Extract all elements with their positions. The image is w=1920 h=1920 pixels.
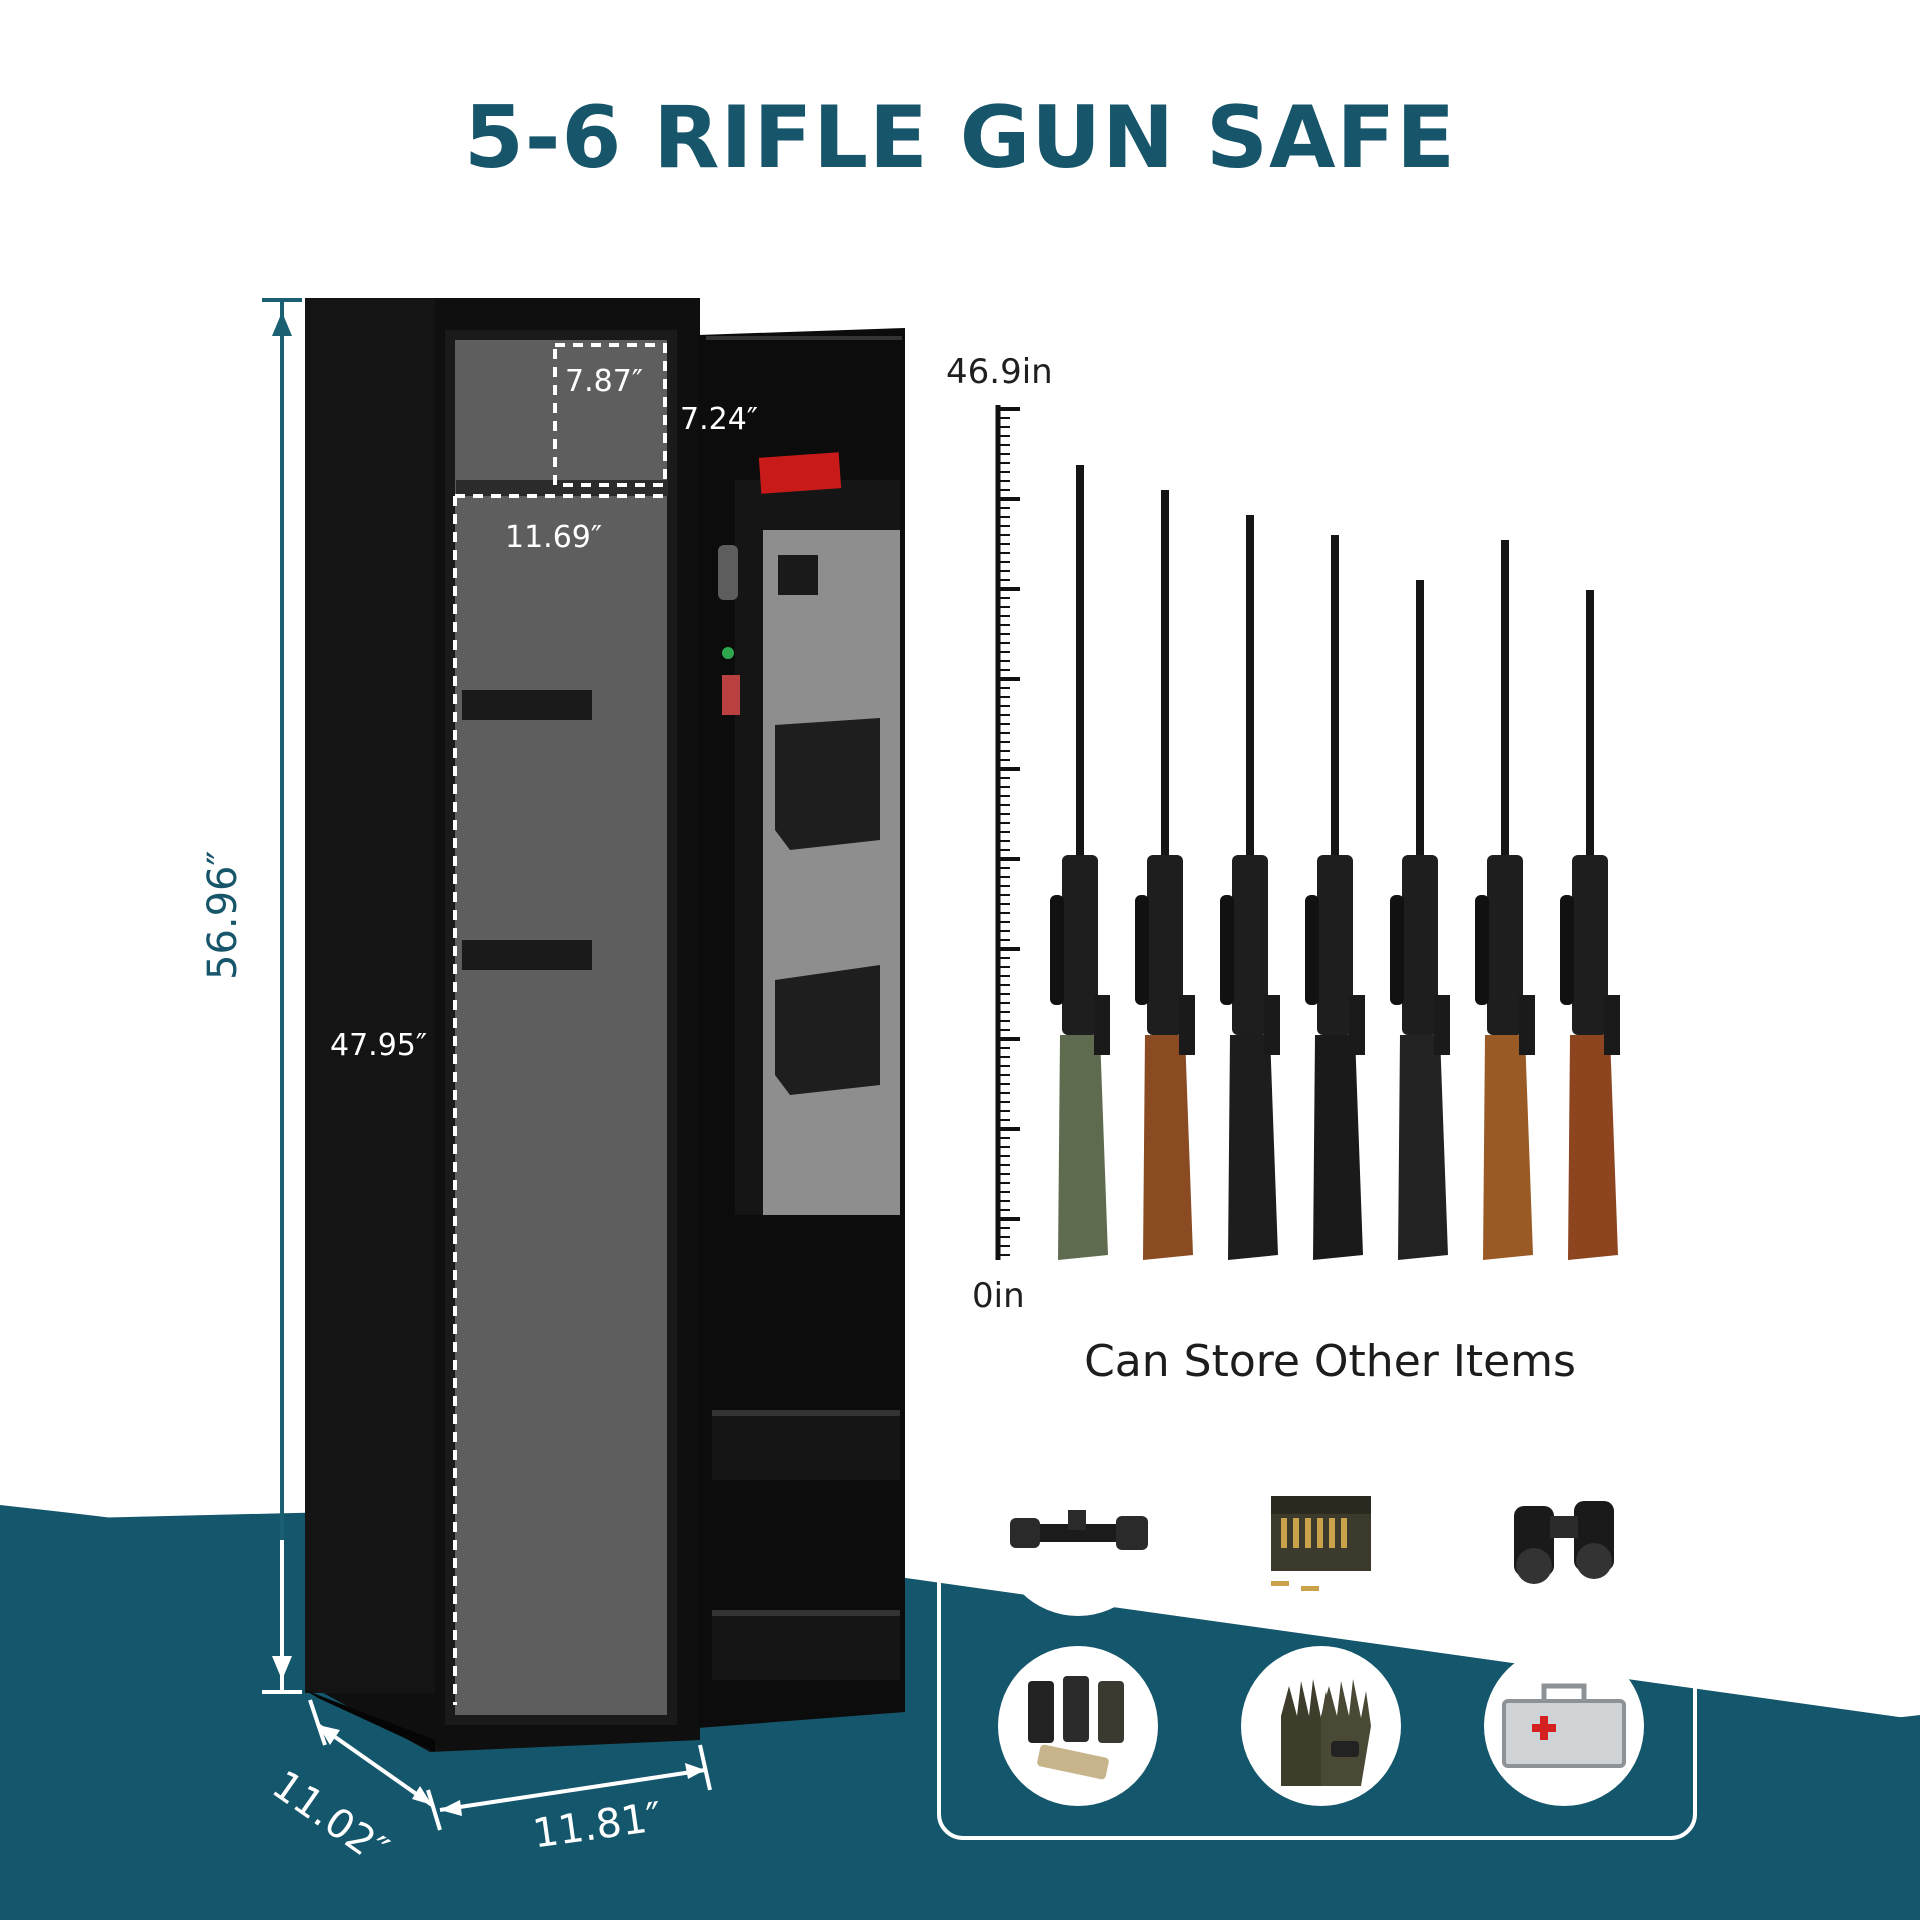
dim-top-width: 7.87″ — [565, 364, 644, 399]
items-panel — [937, 1420, 1697, 1840]
magazines-icon — [998, 1646, 1158, 1806]
black-tactical-rifle — [1305, 535, 1365, 1260]
scope-icon — [998, 1456, 1158, 1616]
gloves-icon — [1241, 1646, 1401, 1806]
wood-hunting-rifle — [1560, 590, 1620, 1260]
ruler-top-label: 46.9in — [946, 352, 1053, 392]
first-aid-case-icon — [1484, 1646, 1644, 1806]
dim-top-depth: 7.24″ — [680, 402, 759, 437]
safe-interior — [450, 335, 672, 1720]
camo-sniper-rifle — [1050, 465, 1110, 1260]
dim-height: 56.96″ — [200, 850, 246, 980]
items-heading: Can Store Other Items — [1084, 1336, 1576, 1387]
ar-style-rifle — [1390, 580, 1450, 1260]
rifle-lineup — [1050, 465, 1620, 1260]
black-bolt-rifle — [1220, 515, 1280, 1260]
ruler-bottom-label: 0in — [972, 1276, 1025, 1316]
ak-style-rifle — [1475, 540, 1535, 1260]
wood-dmr-rifle — [1135, 490, 1195, 1260]
dim-interior-height: 47.95″ — [330, 1028, 428, 1063]
height-ruler — [995, 405, 1020, 1260]
page-title: 5-6 RIFLE GUN SAFE — [463, 88, 1457, 188]
ammo-crate-icon — [1241, 1456, 1401, 1616]
dim-interior-width: 11.69″ — [505, 520, 603, 555]
binoculars-icon — [1484, 1456, 1644, 1616]
